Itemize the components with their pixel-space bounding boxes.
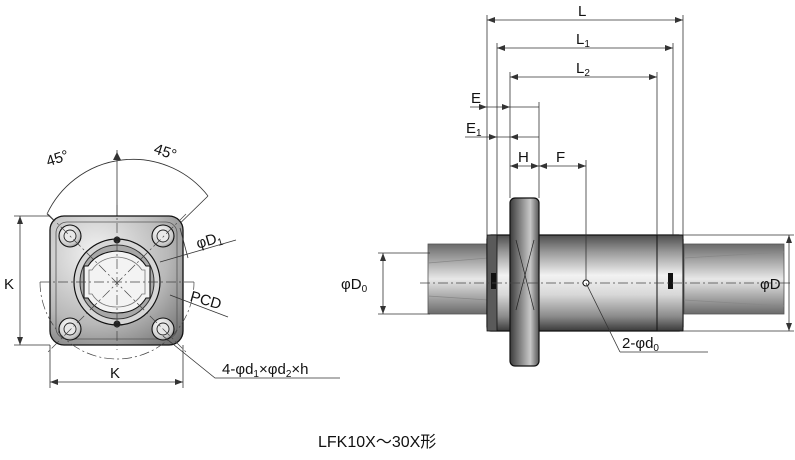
- angle-arc: [46, 158, 209, 215]
- retainer-right: [668, 273, 673, 289]
- side-view: L L1 L2 E E1 H F φD0 φD 2-φd0: [341, 3, 794, 367]
- shaft-right: [683, 243, 785, 315]
- dim-H-arrow-right: [531, 163, 539, 169]
- dim-D0-arrow-top: [380, 253, 386, 261]
- flange-hatch-2: [515, 239, 535, 311]
- k-vertical-label: K: [4, 276, 14, 293]
- label-D0: φD0: [341, 276, 368, 295]
- lube-hole-top: [113, 236, 121, 244]
- dim-L2-arrow-left: [510, 74, 518, 80]
- holes-leader: [162, 335, 340, 379]
- dim-H-arrow-left: [510, 163, 518, 169]
- dim-E1-arrow-right: [510, 134, 518, 140]
- d1-label: φD1: [194, 229, 225, 255]
- d1-extension: [179, 227, 189, 259]
- label-d0: 2-φd0: [622, 335, 659, 354]
- label-L2: L2: [576, 60, 590, 79]
- holes-callout-label: 4-φd1×φd2×h: [222, 361, 308, 380]
- k-horizontal-label: K: [110, 365, 120, 382]
- shaft-right-sheen-2: [683, 299, 785, 307]
- pcd-leader: [169, 294, 229, 318]
- angle-arrow: [113, 152, 121, 160]
- center-line-diagonal-b: [47, 213, 187, 353]
- shaft-left-sheen-2: [427, 295, 489, 301]
- drawing-caption: LFK10X～30X形: [318, 433, 436, 451]
- dim-E-arrow-left: [479, 104, 487, 110]
- dim-E1-arrow-left: [489, 134, 497, 140]
- k-vert-arrow-top: [17, 216, 23, 224]
- angle-left-label: 45°: [44, 147, 71, 170]
- label-L1: L1: [576, 31, 590, 50]
- pcd-circle: [39, 281, 195, 360]
- dim-L1-arrow-left: [497, 45, 505, 51]
- bore-inner-line: [88, 256, 146, 308]
- label-L: L: [578, 3, 586, 20]
- shaft-left: [427, 243, 489, 315]
- mounting-hole-bottom-left: [58, 317, 82, 341]
- label-D: φD: [760, 276, 781, 293]
- dim-D0-arrow-bottom: [380, 306, 386, 314]
- dim-L-arrow-right: [675, 17, 683, 23]
- front-view: 45° 45° φD1 K K PCD 4-φd1×φd2×h: [4, 141, 340, 388]
- dim-L2-arrow-right: [649, 74, 657, 80]
- dim-E-arrow-right: [502, 104, 510, 110]
- dim-D-arrow-top: [786, 235, 792, 243]
- k-vert-arrow-bottom: [17, 337, 23, 345]
- dim-L1-arrow-right: [665, 45, 673, 51]
- label-E1: E1: [466, 120, 482, 139]
- k-horiz-arrow-left: [50, 379, 58, 385]
- dim-L-arrow-left: [487, 17, 495, 23]
- k-horiz-arrow-right: [175, 379, 183, 385]
- dim-F-arrow-right: [578, 163, 586, 169]
- angle-right-label: 45°: [152, 141, 179, 164]
- retainer-left: [491, 273, 496, 289]
- label-F: F: [556, 149, 565, 166]
- flange-inner-edge: [55, 221, 178, 340]
- d0-leader: [585, 282, 621, 353]
- d1-leader: [159, 239, 237, 263]
- lube-hole-bottom: [113, 320, 121, 328]
- mounting-hole-top-right: [151, 224, 175, 248]
- pcd-label: PCD: [188, 288, 223, 313]
- label-E: E: [471, 90, 481, 107]
- dim-F-arrow-left: [539, 163, 547, 169]
- dim-D-arrow-bottom: [786, 323, 792, 331]
- flange-side: [509, 197, 540, 367]
- shaft-right-sheen: [683, 251, 785, 259]
- shaft-left-sheen: [427, 257, 489, 264]
- label-H: H: [518, 149, 529, 166]
